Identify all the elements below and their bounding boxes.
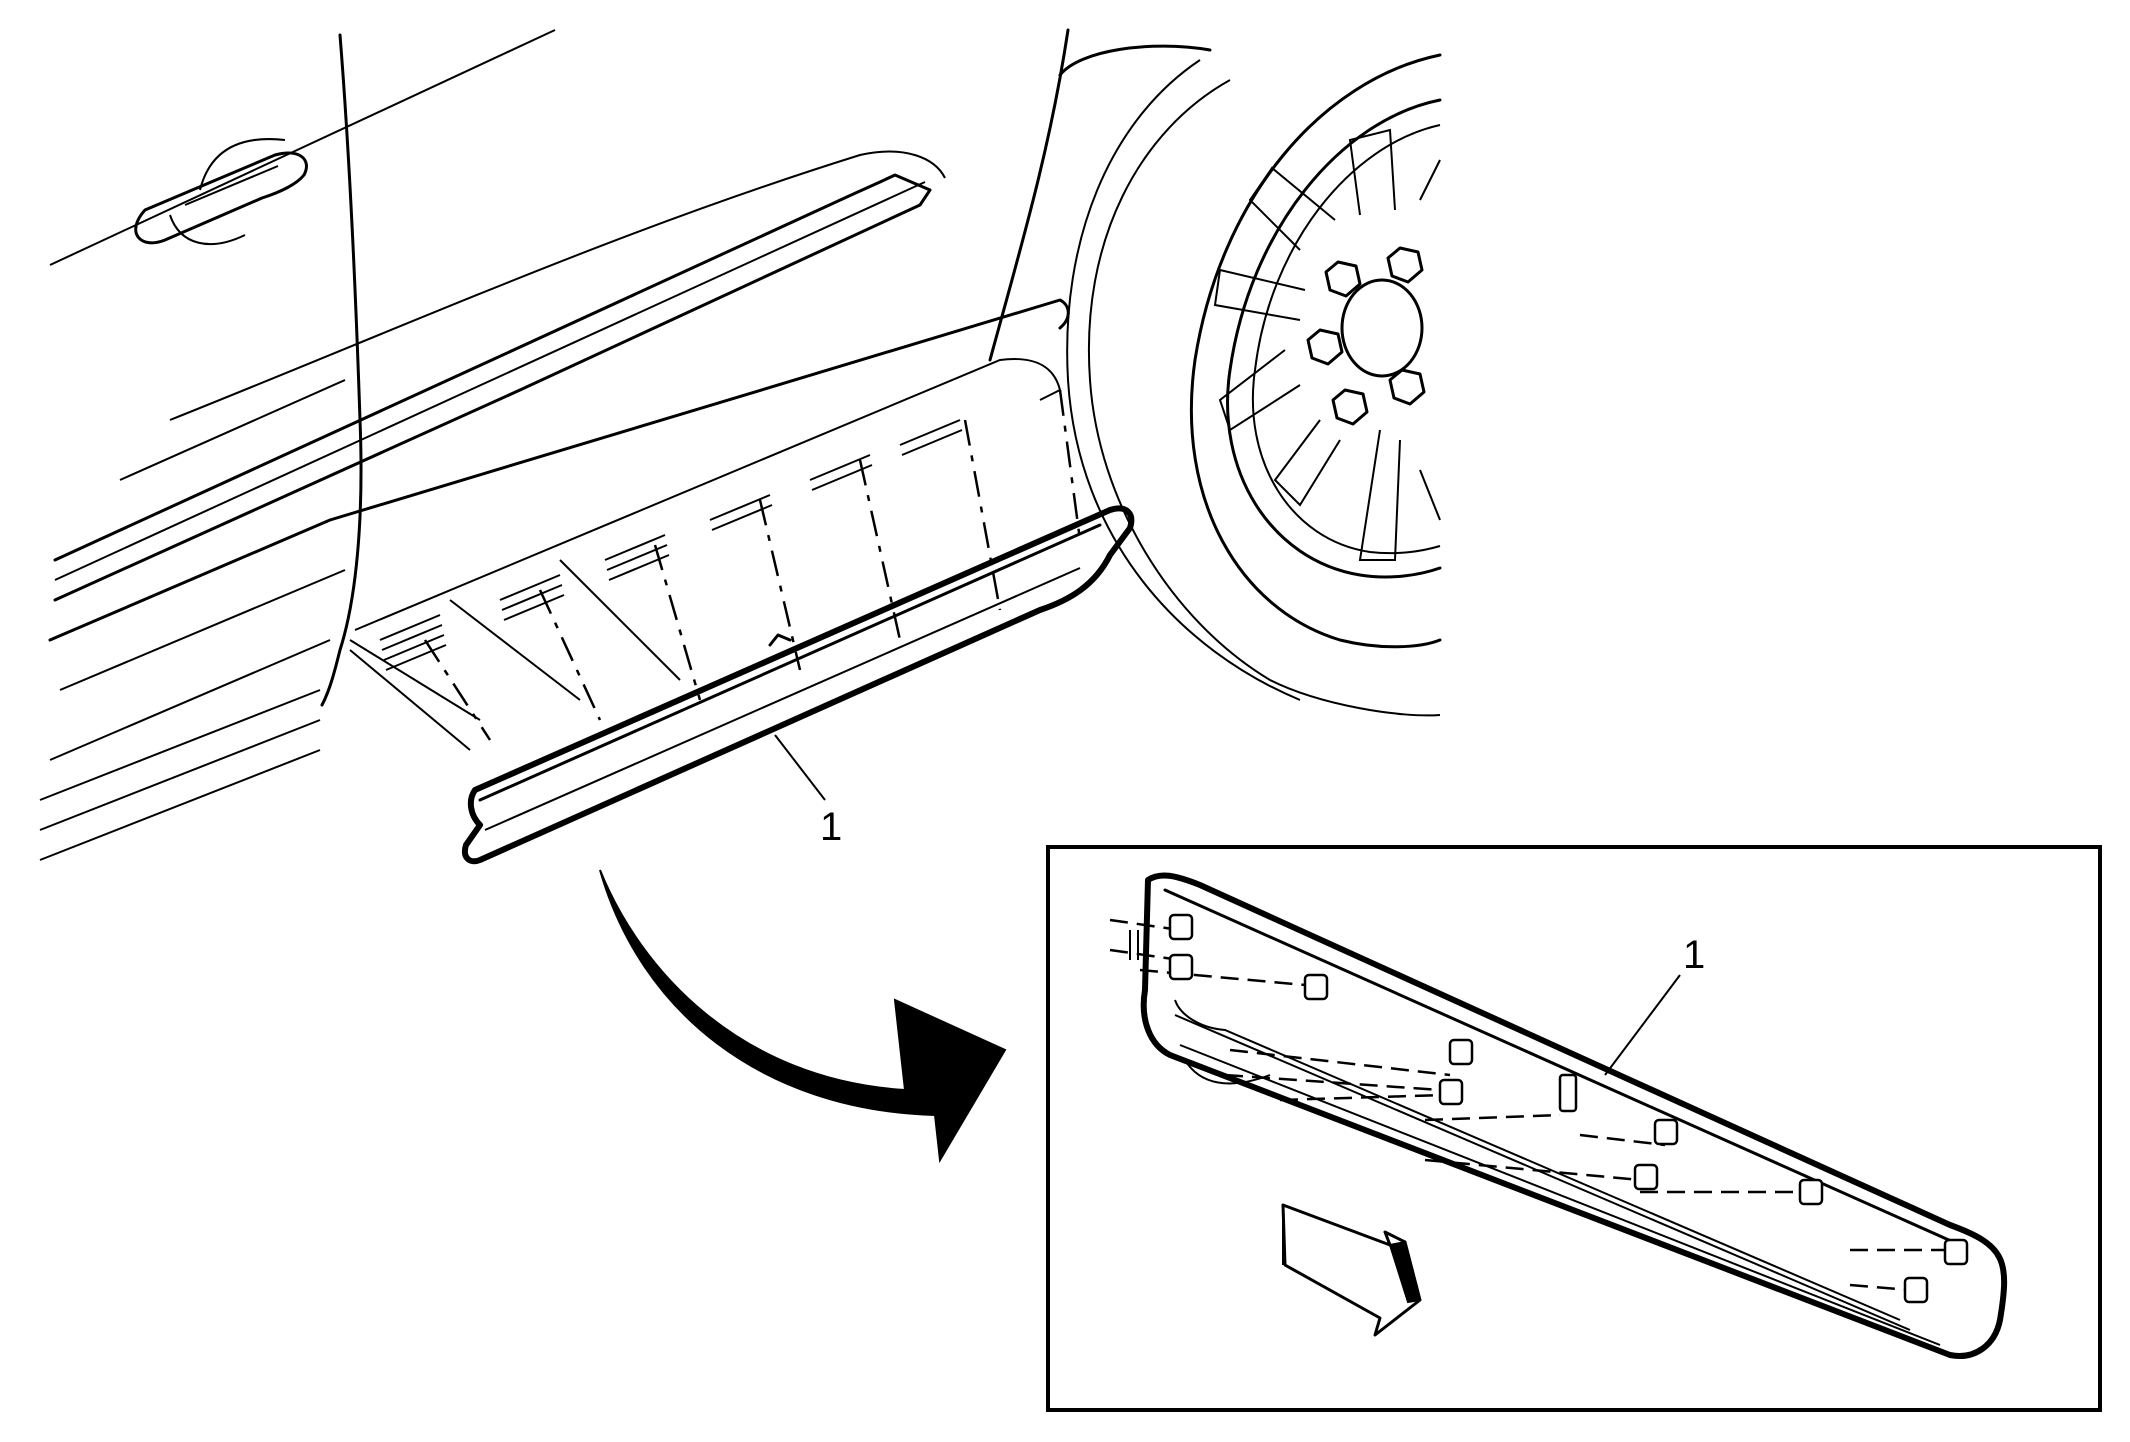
door-line-upper (49, 29, 556, 266)
retainer-clip (1798, 1178, 1824, 1206)
tire-outline (1190, 53, 1442, 649)
removal-direction-arrow (599, 869, 1007, 1164)
lower-body-line-4 (39, 719, 321, 831)
retainer-clip (1558, 1073, 1578, 1113)
wheel-arch-lip (1066, 59, 1301, 701)
lower-body-line-1 (48, 298, 1070, 642)
hub-cap (1340, 278, 1424, 378)
retainer-clip (1943, 1238, 1969, 1266)
retainer-clip (1903, 1276, 1929, 1304)
body-side-molding-inner (54, 181, 926, 581)
callout-label-detail: 1 (1683, 933, 1705, 977)
retainer-clip (1633, 1163, 1659, 1191)
callout-leader-main (774, 734, 826, 801)
direction-arrow (1281, 1203, 1422, 1337)
detail-view-frame (1046, 845, 2102, 1412)
wheel-spokes (1213, 128, 1441, 561)
wheel-arch-curve (1088, 79, 1441, 717)
door-line-lower (59, 569, 346, 691)
retainer-clip (1448, 1038, 1474, 1066)
lug-nuts (1306, 246, 1426, 426)
door-handle (134, 138, 308, 246)
callout-leader-detail (1604, 974, 1681, 1076)
vehicle-side-view: 1 (39, 28, 1442, 865)
body-feature-line (169, 150, 946, 421)
retainer-clip (1168, 913, 1194, 941)
mounting-clip-holes (379, 419, 963, 671)
detail-view: 1 (1046, 845, 2102, 1412)
clip-alignment-lines (349, 389, 1082, 741)
rocker-panel-top (354, 358, 1062, 631)
callout-label-main: 1 (820, 805, 842, 849)
retainer-clips (1168, 913, 1969, 1304)
lower-body-line-2 (49, 639, 331, 761)
door-line-middle (119, 379, 346, 481)
rocker-molding (462, 505, 1135, 865)
lower-body-line-5 (39, 749, 321, 861)
detail-clip-alignment-lines (1109, 918, 1950, 1292)
retainer-clip (1168, 953, 1194, 981)
lower-body-line-3 (39, 689, 321, 801)
body-side-molding (53, 173, 932, 602)
molding-back-view (1140, 872, 2008, 1359)
retainer-clip (1303, 973, 1329, 1001)
retainer-clip (1438, 1078, 1464, 1106)
door-front-edge (320, 33, 363, 707)
rocker-panel-bottom (349, 649, 471, 751)
retainer-clip (1653, 1118, 1679, 1146)
wheel-arch-outer (1058, 44, 1212, 77)
wheel (1213, 98, 1442, 579)
